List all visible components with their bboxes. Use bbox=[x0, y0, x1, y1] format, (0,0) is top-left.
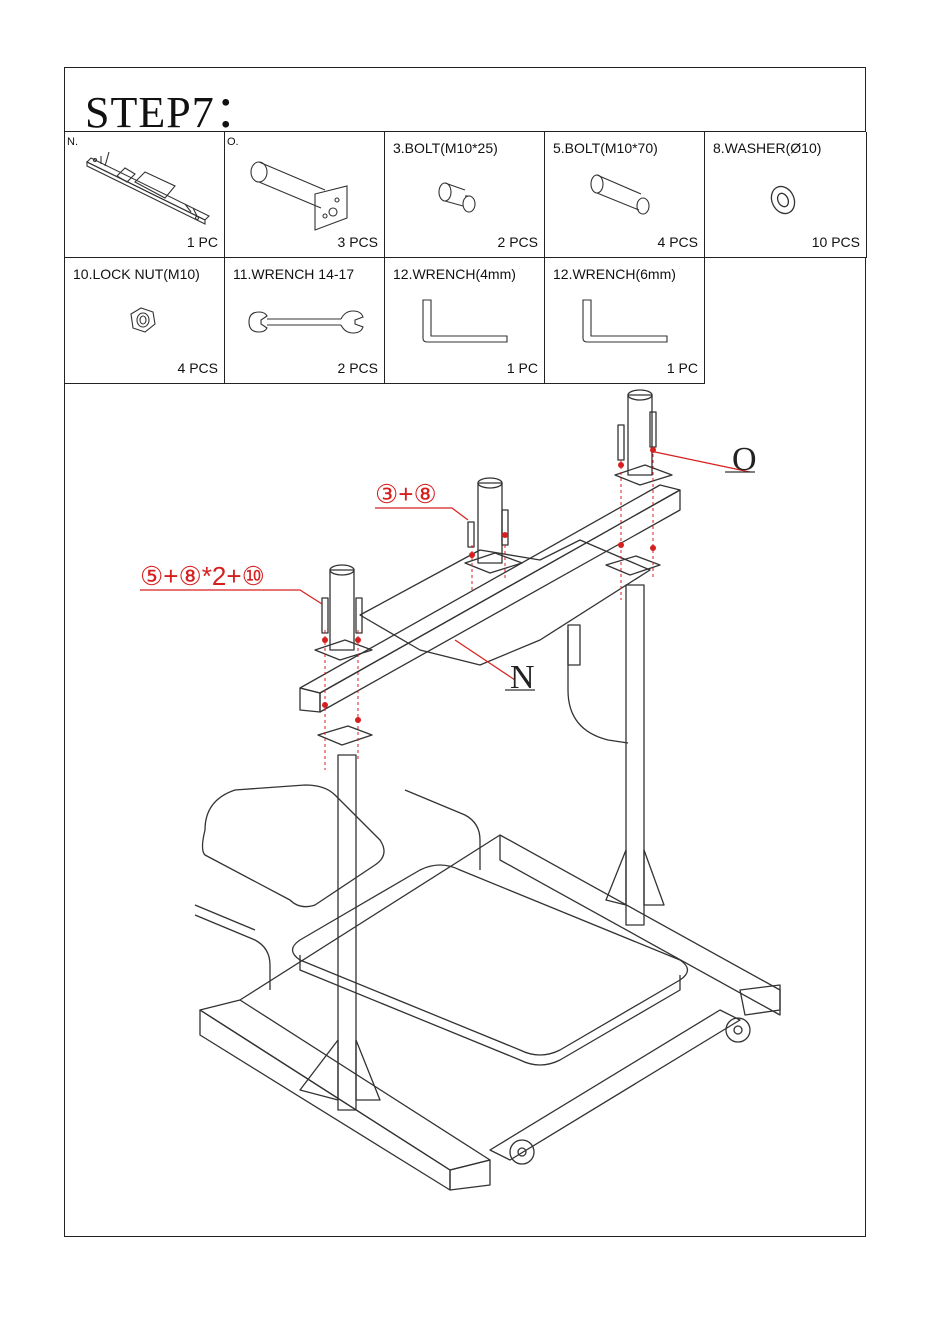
left-post-callout: ⑤+⑧*2+⑩ bbox=[140, 561, 265, 591]
post-o-label: O bbox=[732, 441, 757, 478]
center-post-callout: ③+⑧ bbox=[375, 479, 437, 509]
crossbar-n-label: N bbox=[510, 659, 535, 696]
